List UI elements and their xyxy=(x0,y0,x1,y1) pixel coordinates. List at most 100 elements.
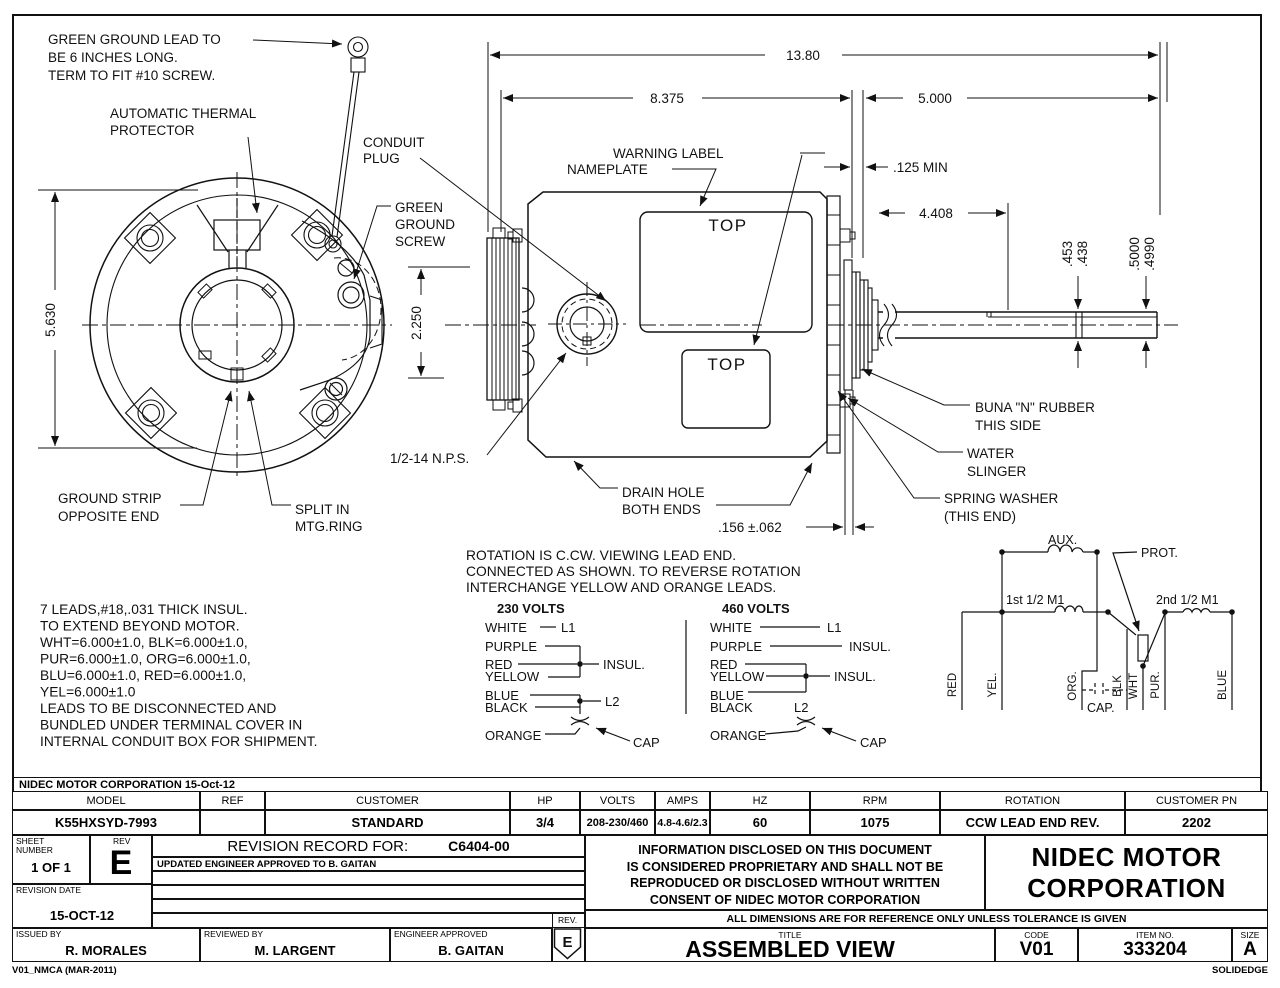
svg-text:RED: RED xyxy=(710,657,737,672)
svg-text:460 VOLTS: 460 VOLTS xyxy=(722,601,790,616)
svg-text:L1: L1 xyxy=(827,620,841,635)
wiring-diagram-460: 460 VOLTS WHITE PURPLE RED YELLOW BLUE B… xyxy=(710,601,891,750)
svg-text:YELLOW: YELLOW xyxy=(485,669,540,684)
svg-text:BLUE: BLUE xyxy=(1217,670,1229,700)
svg-text:GROUND: GROUND xyxy=(395,217,455,232)
nameplate-outline xyxy=(639,211,813,333)
svg-text:ROTATION IS C.CW. VIEWING LEAD: ROTATION IS C.CW. VIEWING LEAD END. xyxy=(466,548,736,563)
form-number: V01_NMCA (MAR-2011) xyxy=(12,965,117,976)
dim-ring: 5.630 xyxy=(43,303,58,337)
company-date-text: NIDEC MOTOR CORPORATION 15-Oct-12 xyxy=(19,779,235,791)
svg-text:CAP.: CAP. xyxy=(1087,701,1115,715)
svg-text:YEL=6.000±1.0: YEL=6.000±1.0 xyxy=(40,685,136,700)
engineer-approved-box: ENGINEER APPROVED B. GAITAN xyxy=(390,928,552,962)
top-marking-upper: TOP xyxy=(708,216,747,235)
proprietary-notice: INFORMATION DISCLOSED ON THIS DOCUMENT I… xyxy=(585,835,985,910)
callout-labels: GREEN GROUND LEAD TO BE 6 INCHES LONG. T… xyxy=(48,32,1095,534)
winding-schematic: AUX. PROT. 1st 1/2 M1 2nd 1/2 M1 RED YEL… xyxy=(947,533,1235,715)
spring-washer-label: SPRING WASHER xyxy=(944,491,1059,506)
svg-text:BUNDLED UNDER TERMINAL COVER I: BUNDLED UNDER TERMINAL COVER IN xyxy=(40,718,302,733)
revision-empty-row xyxy=(152,885,585,899)
dim-flat-lo: .438 xyxy=(1075,241,1090,267)
issued-by-box: ISSUED BY R. MORALES xyxy=(12,928,200,962)
leads-note: 7 LEADS,#18,.031 THICK INSUL. TO EXTEND … xyxy=(40,602,318,749)
company-logo-block: NIDEC MOTOR CORPORATION xyxy=(985,835,1268,910)
conduit-plug xyxy=(548,282,626,366)
title-box: TITLE ASSEMBLED VIEW xyxy=(585,928,995,962)
spec-header-volts: VOLTS xyxy=(580,791,655,810)
dim-slinger-gap: .156 ±.062 xyxy=(718,520,782,535)
svg-text:(THIS END): (THIS END) xyxy=(944,509,1016,524)
svg-text:SLINGER: SLINGER xyxy=(967,464,1027,479)
dim-min-gap: .125 MIN xyxy=(893,160,948,175)
svg-text:CAP: CAP xyxy=(633,735,660,750)
top-marking-lower: TOP xyxy=(707,355,746,374)
company-date-strip: NIDEC MOTOR CORPORATION 15-Oct-12 xyxy=(12,777,1262,792)
svg-text:BLACK: BLACK xyxy=(710,700,753,715)
svg-text:L1: L1 xyxy=(561,620,575,635)
spec-header-customer: CUSTOMER xyxy=(265,791,510,810)
revision-record-code: C6404-00 xyxy=(448,838,510,854)
rev-flag-box: E xyxy=(552,928,585,962)
svg-text:YELLOW: YELLOW xyxy=(710,669,765,684)
svg-text:BLU=6.000±1.0, RED=6.000±1.0,: BLU=6.000±1.0, RED=6.000±1.0, xyxy=(40,668,246,683)
buna-label: BUNA "N" RUBBER xyxy=(975,400,1095,415)
ground-strip-label: GROUND STRIP xyxy=(58,491,162,506)
svg-text:PROTECTOR: PROTECTOR xyxy=(110,123,195,138)
warning-label-label: WARNING LABEL xyxy=(613,146,724,161)
spec-header-amps: AMPS xyxy=(655,791,710,810)
spec-value-rotation: CCW LEAD END REV. xyxy=(940,810,1125,835)
spec-header-hz: HZ xyxy=(710,791,810,810)
spec-value-hp: 3/4 xyxy=(510,810,580,835)
dim-dia-hi: .5000 xyxy=(1127,237,1142,271)
reviewed-by-box: REVIEWED BY M. LARGENT xyxy=(200,928,390,962)
revision-date-value: 15-OCT-12 xyxy=(49,907,115,923)
svg-text:BOTH ENDS: BOTH ENDS xyxy=(622,502,701,517)
tolerance-note: ALL DIMENSIONS ARE FOR REFERENCE ONLY UN… xyxy=(585,910,1268,928)
svg-text:1st 1/2 M1: 1st 1/2 M1 xyxy=(1006,593,1064,607)
item-no-box: ITEM NO. 333204 xyxy=(1078,928,1232,962)
svg-text:RED: RED xyxy=(947,673,959,697)
dim-overall: 13.80 xyxy=(786,48,820,63)
svg-text:ORANGE: ORANGE xyxy=(485,728,542,743)
dim-flat-hi: .453 xyxy=(1060,241,1075,267)
spec-value-hz: 60 xyxy=(710,810,810,835)
dim-hub: 2.250 xyxy=(409,306,424,340)
revision-record-header: REVISION RECORD FOR: C6404-00 xyxy=(152,835,585,857)
revision-empty-row xyxy=(152,871,585,885)
nameplate-label: NAMEPLATE xyxy=(567,162,648,177)
spec-value-model: K55HXSYD-7993 xyxy=(12,810,200,835)
svg-text:BE 6 INCHES LONG.: BE 6 INCHES LONG. xyxy=(48,50,178,65)
svg-text:INTERCHANGE YELLOW AND ORANGE: INTERCHANGE YELLOW AND ORANGE LEADS. xyxy=(466,580,776,595)
rev-box: REV E xyxy=(90,835,152,884)
dim-body: 8.375 xyxy=(650,91,684,106)
wiring-diagram-230: 230 VOLTS WHITE PURPLE RED YELLOW BLUE B… xyxy=(485,601,687,750)
svg-text:OPPOSITE END: OPPOSITE END xyxy=(58,509,160,524)
revision-date-box: REVISION DATE 15-OCT-12 xyxy=(12,884,152,928)
rev-flag-label-box: REV. xyxy=(552,913,585,928)
cad-system-label: SOLIDEDGE xyxy=(1212,965,1268,976)
svg-text:SCREW: SCREW xyxy=(395,234,446,249)
water-slinger-label: WATER xyxy=(967,446,1014,461)
revision-empty-row xyxy=(152,899,585,913)
svg-text:YEL.: YEL. xyxy=(987,673,999,698)
sheet-number-value: 1 OF 1 xyxy=(31,859,71,875)
svg-text:INTERNAL CONDUIT BOX FOR SHIPM: INTERNAL CONDUIT BOX FOR SHIPMENT. xyxy=(40,734,318,749)
svg-text:PLUG: PLUG xyxy=(363,151,400,166)
revision-empty-row xyxy=(152,913,585,928)
svg-text:THIS SIDE: THIS SIDE xyxy=(975,418,1041,433)
spec-value-ref xyxy=(200,810,265,835)
motor-side-view xyxy=(445,191,1178,458)
size-box: SIZE A xyxy=(1232,928,1268,962)
svg-text:LEADS TO BE DISCONNECTED AND: LEADS TO BE DISCONNECTED AND xyxy=(40,701,276,716)
thermal-protector-label: AUTOMATIC THERMAL xyxy=(110,106,257,121)
revision-entry-row: UPDATED ENGINEER APPROVED TO B. GAITAN xyxy=(152,857,585,871)
dimension-text: 13.80 8.375 5.000 .125 MIN 4.408 2.250 5… xyxy=(43,48,1157,535)
spec-value-volts: 208-230/460 xyxy=(580,810,655,835)
spec-value-customer: STANDARD xyxy=(265,810,510,835)
svg-text:PURPLE: PURPLE xyxy=(485,639,537,654)
rev-value: E xyxy=(109,843,133,882)
svg-text:INSUL.: INSUL. xyxy=(834,669,876,684)
ground-lead-label: GREEN GROUND LEAD TO xyxy=(48,32,221,47)
